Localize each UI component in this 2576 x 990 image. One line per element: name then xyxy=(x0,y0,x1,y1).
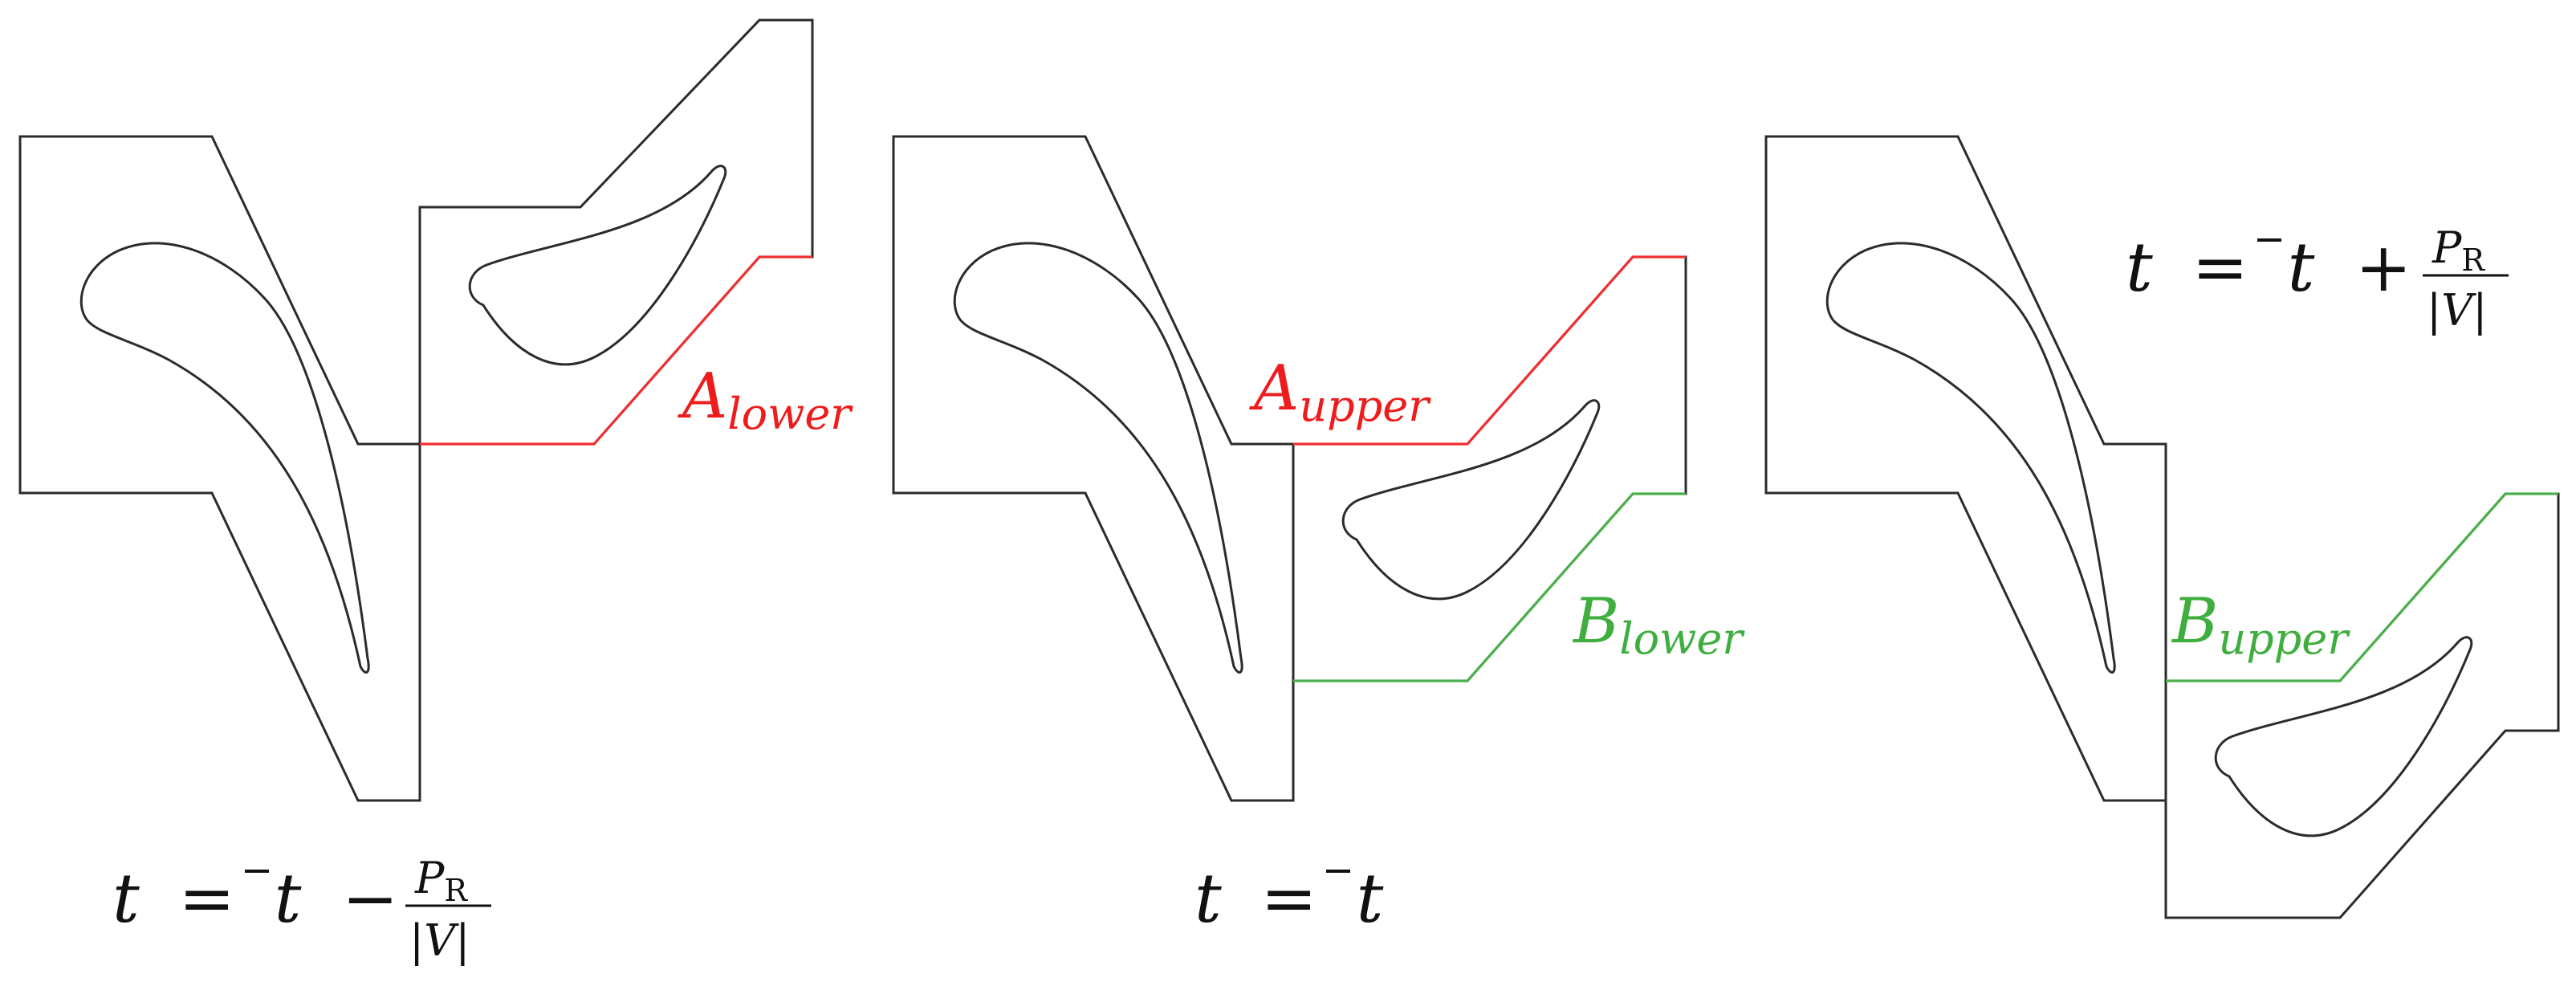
interface-a-upper-line xyxy=(1293,255,1686,446)
svg-text:|V|: |V| xyxy=(409,915,470,966)
label-b-upper: Bupper xyxy=(2171,585,2350,664)
equation-middle: t = t xyxy=(1194,859,1384,938)
stator-passage-outline xyxy=(18,135,421,802)
label-a-lower: Alower xyxy=(678,361,853,439)
equation-right: t = t + PR |V| xyxy=(2126,222,2509,336)
panel-middle: Aupper Blower t = t xyxy=(892,135,1745,938)
rotor-blade xyxy=(2214,636,2473,837)
stator-blade xyxy=(1825,242,2116,674)
panel-right: Bupper t = t + PR |V| xyxy=(1764,135,2560,919)
label-b-lower: Blower xyxy=(1572,585,1745,664)
rotor-blade xyxy=(468,165,727,366)
svg-text:|V|: |V| xyxy=(2427,285,2487,336)
interface-b-lower-line xyxy=(1293,492,1686,682)
interface-a-lower-line xyxy=(420,255,812,446)
rotor-passage-outline xyxy=(2164,492,2560,919)
panel-left: Alower t = t − PR |V| xyxy=(18,18,853,966)
rotor-blade xyxy=(1341,399,1601,601)
stator-blade xyxy=(79,242,370,674)
equation-left: t = t − PR |V| xyxy=(112,853,491,966)
interface-b-upper-line xyxy=(2166,492,2558,682)
svg-text:PR: PR xyxy=(2432,222,2485,278)
svg-text:PR: PR xyxy=(414,853,468,908)
stator-passage-outline xyxy=(1764,135,2167,802)
svg-text:t = t: t = t + xyxy=(2126,228,2411,307)
stator-passage-outline xyxy=(892,135,1295,802)
stator-blade xyxy=(953,242,1243,674)
rotor-passage-outline xyxy=(418,18,814,446)
svg-text:t = t: t = t − xyxy=(112,859,398,938)
svg-text:t = t: t = t xyxy=(1194,859,1384,938)
label-a-upper: Aupper xyxy=(1249,352,1431,431)
